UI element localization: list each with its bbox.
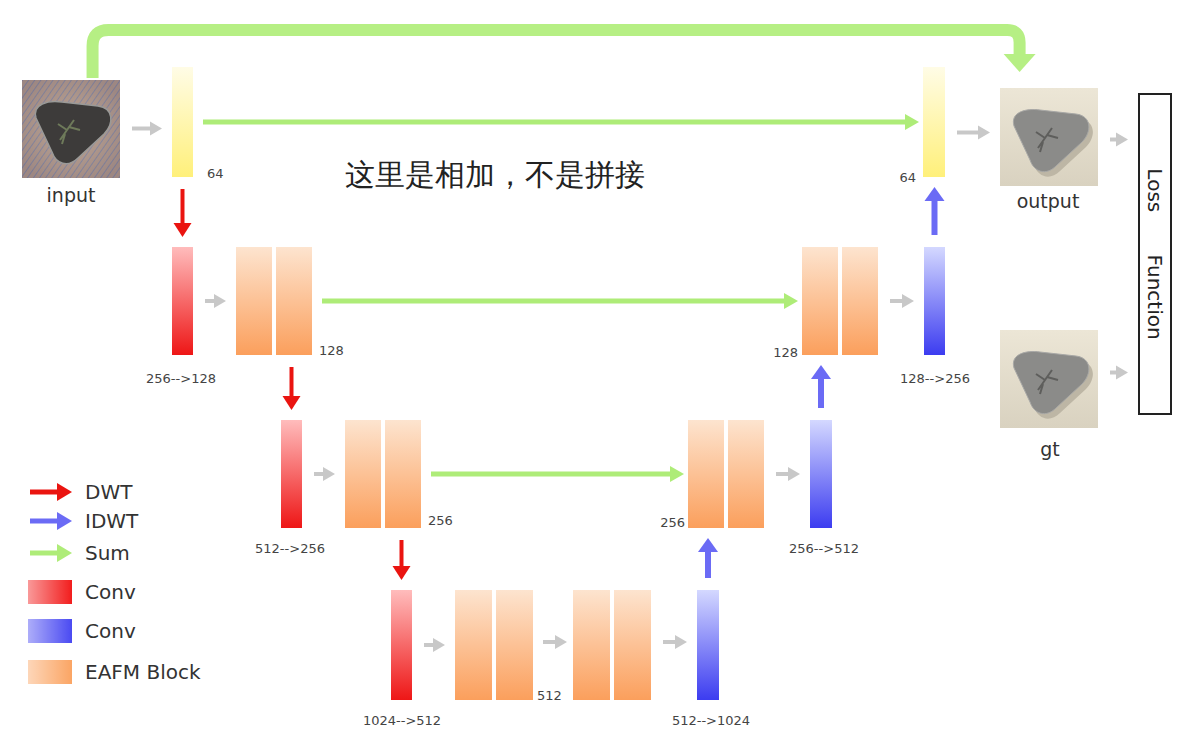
legend-text: Conv xyxy=(85,580,136,604)
channel-label: 128 xyxy=(773,345,798,361)
idwt-arrow xyxy=(698,538,718,578)
channel-label: 1024-->512 xyxy=(363,713,441,729)
eafm-block xyxy=(573,590,651,700)
channel-label: 64 xyxy=(207,166,224,182)
dwt-arrow xyxy=(393,540,411,580)
input-picture xyxy=(22,80,120,178)
eafm-block: 128 xyxy=(236,247,312,355)
flow-arrow xyxy=(424,638,445,652)
legend-text: EAFM Block xyxy=(85,660,201,684)
legend-arrow xyxy=(26,541,76,565)
channel-label: 128 xyxy=(319,343,344,359)
image-caption: output xyxy=(1017,190,1080,213)
dwt-conv-bar: 1024-->512 xyxy=(391,590,412,700)
channel-label: 256-->512 xyxy=(789,541,859,557)
image-caption: input xyxy=(47,184,96,207)
channel-label: 256 xyxy=(428,513,453,529)
loss-box: Loss Function xyxy=(1138,93,1172,415)
idwt-arrow xyxy=(811,365,831,408)
channel-label: 256-->128 xyxy=(146,371,216,387)
legend-arrow xyxy=(26,480,76,504)
idwt-conv-bar: 128-->256 xyxy=(924,247,945,355)
eafm-half xyxy=(455,590,492,700)
output-picture xyxy=(1000,88,1098,186)
eafm-block: 256 xyxy=(345,420,421,528)
channel-label: 256 xyxy=(660,515,685,531)
eafm-half xyxy=(728,420,764,528)
eafm-half xyxy=(236,247,272,355)
sum-arrow xyxy=(93,30,1036,78)
channel-label: 512 xyxy=(537,688,562,704)
eafm-half xyxy=(345,420,381,528)
legend-arrow xyxy=(26,509,76,533)
flow-arrow xyxy=(890,294,914,308)
feature-bar: 64 xyxy=(923,67,945,177)
input-image: input xyxy=(22,80,120,178)
eafm-half xyxy=(802,247,838,355)
flow-arrow xyxy=(1110,366,1128,380)
flow-arrow xyxy=(314,467,335,481)
legend-text: DWT xyxy=(85,480,132,504)
eafm-half xyxy=(688,420,724,528)
dwt-arrow xyxy=(174,189,192,237)
channel-label: 64 xyxy=(899,170,916,186)
channel-label: 512-->256 xyxy=(255,541,325,557)
legend-text: IDWT xyxy=(85,509,138,533)
legend-swatch xyxy=(28,580,72,604)
legend-text: Sum xyxy=(85,541,130,565)
flow-arrow xyxy=(543,635,687,649)
flow-arrow xyxy=(132,122,162,136)
idwt-conv-bar: 512-->1024 xyxy=(697,590,719,700)
flow-arrow xyxy=(776,467,800,481)
eafm-block: 128 xyxy=(802,247,878,355)
dwt-conv-bar: 256-->128 xyxy=(172,247,193,355)
sum-arrow xyxy=(431,466,684,482)
legend-swatch xyxy=(28,619,72,643)
channel-label: 512-->1024 xyxy=(672,713,750,729)
gt-picture xyxy=(1000,330,1098,428)
note-text: 这里是相加，不是拼接 xyxy=(345,157,645,193)
image-caption: gt xyxy=(1040,438,1060,461)
idwt-arrow xyxy=(925,187,945,235)
feature-bar: 64 xyxy=(172,67,193,177)
legend-swatch xyxy=(28,660,72,684)
eafm-block: 512 xyxy=(455,590,533,700)
flow-arrow xyxy=(1110,133,1128,147)
eafm-half xyxy=(496,590,533,700)
loss-label: Loss Function xyxy=(1143,168,1167,339)
legend-text: Conv xyxy=(85,619,136,643)
eafm-half xyxy=(385,420,421,528)
channel-label: 128-->256 xyxy=(900,371,970,387)
eafm-block: 256 xyxy=(688,420,764,528)
output-image: output xyxy=(1000,88,1098,186)
dwt-arrow xyxy=(283,367,301,410)
gt-image: gt xyxy=(1000,330,1098,428)
idwt-conv-bar: 256-->512 xyxy=(810,420,832,528)
sum-arrow xyxy=(322,293,798,309)
sum-arrow xyxy=(203,114,919,130)
flow-arrow xyxy=(205,294,226,308)
eafm-half xyxy=(276,247,312,355)
eafm-half xyxy=(842,247,878,355)
dwt-conv-bar: 512-->256 xyxy=(281,420,302,528)
flow-arrow xyxy=(957,126,990,140)
